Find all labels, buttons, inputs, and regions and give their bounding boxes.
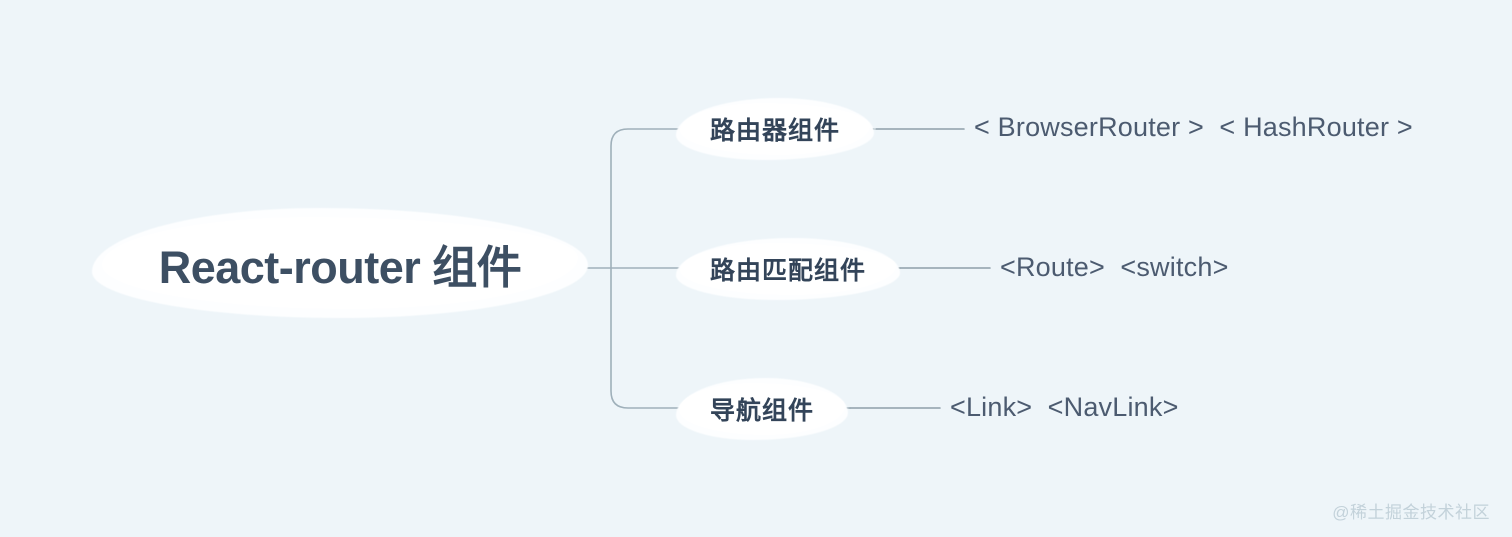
branch-node-navigation[interactable]: 导航组件	[676, 378, 848, 440]
branch-node-router[interactable]: 路由器组件	[676, 98, 874, 160]
branch-node-label: 路由匹配组件	[709, 257, 866, 285]
root-node[interactable]: React-router 组件	[92, 208, 588, 318]
leaf-text-navigation: <Link> <NavLink>	[950, 392, 1179, 422]
branch-node-label: 路由器组件	[709, 117, 840, 145]
branch-node-blob-inner	[679, 382, 845, 436]
root-node-label: React-router 组件	[158, 241, 522, 293]
branch-node-blob-inner	[680, 242, 896, 296]
branch-node-blob-inner	[679, 102, 871, 156]
leaf-text-router: < BrowserRouter > < HashRouter >	[974, 112, 1413, 142]
root-node-blob-inner	[101, 216, 579, 310]
watermark: @稀土掘金技术社区	[1332, 503, 1490, 522]
branch-node-route-match[interactable]: 路由匹配组件	[676, 238, 900, 300]
leaf-text-route-match: <Route> <switch>	[1000, 252, 1229, 282]
branch-node-label: 导航组件	[709, 397, 814, 425]
